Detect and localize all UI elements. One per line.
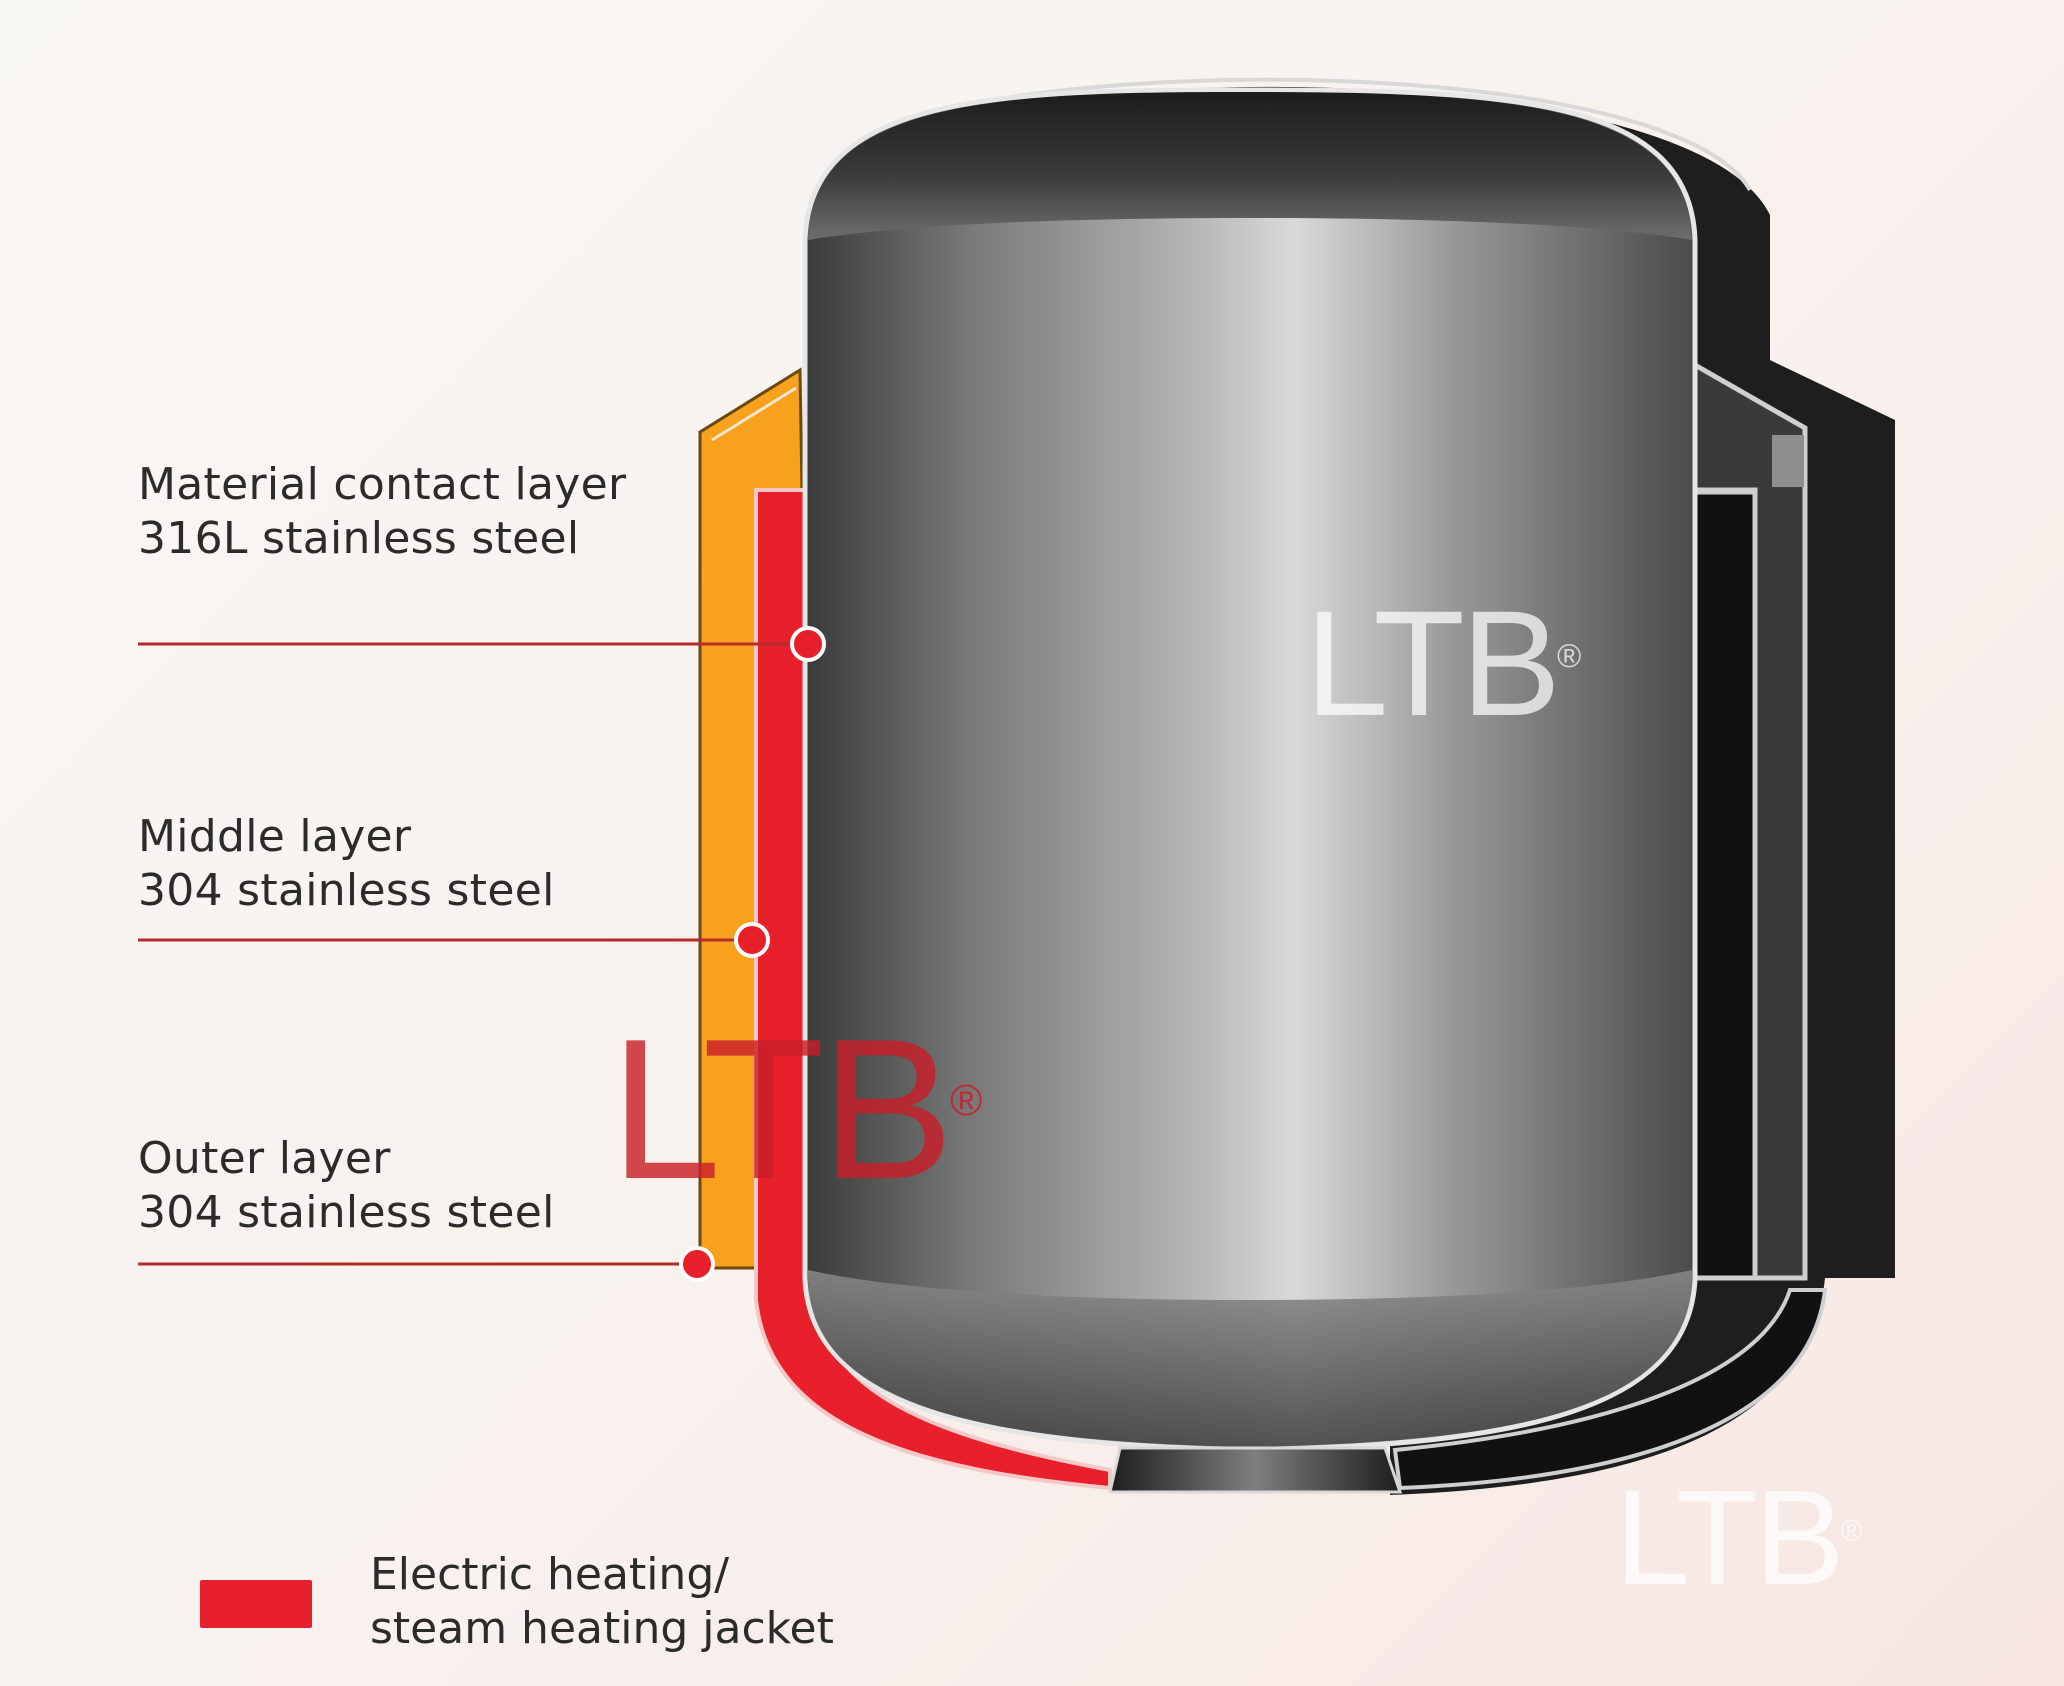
label-title: Outer layer (138, 1132, 555, 1186)
watermark-logo-tank: LTB® (1305, 588, 1581, 738)
inner-shell-notch (1772, 435, 1804, 487)
label-material: 316L stainless steel (138, 512, 626, 566)
label-middle-layer: Middle layer 304 stainless steel (138, 810, 555, 918)
legend-line-1: Electric heating/ (370, 1548, 834, 1602)
label-material-contact-layer: Material contact layer 316L stainless st… (138, 458, 626, 566)
watermark-text: LTB (1305, 579, 1557, 747)
watermark-logo-red: LTB® (610, 1010, 982, 1210)
registered-mark-icon: ® (1841, 1515, 1863, 1548)
label-material: 304 stainless steel (138, 864, 555, 918)
registered-mark-icon: ® (950, 1076, 982, 1125)
watermark-logo-corner: LTB® (1615, 1470, 1862, 1605)
legend-line-2: steam heating jacket (370, 1602, 834, 1656)
leader-dot-material-contact (792, 628, 824, 660)
label-material: 304 stainless steel (138, 1186, 555, 1240)
label-outer-layer: Outer layer 304 stainless steel (138, 1132, 555, 1240)
legend-swatch-heating-jacket (200, 1580, 312, 1628)
tank-body (805, 90, 1695, 1450)
tank-dome (808, 92, 1692, 240)
label-title: Material contact layer (138, 458, 626, 512)
registered-mark-icon: ® (1557, 637, 1581, 674)
legend-label: Electric heating/ steam heating jacket (370, 1548, 834, 1656)
leader-dot-middle (736, 924, 768, 956)
label-title: Middle layer (138, 810, 555, 864)
watermark-text: LTB (610, 998, 950, 1221)
inner-shell-cut (1695, 492, 1755, 1278)
bottom-nozzle (1110, 1448, 1400, 1492)
watermark-text: LTB (1615, 1462, 1841, 1613)
leader-dot-outer (681, 1248, 713, 1280)
